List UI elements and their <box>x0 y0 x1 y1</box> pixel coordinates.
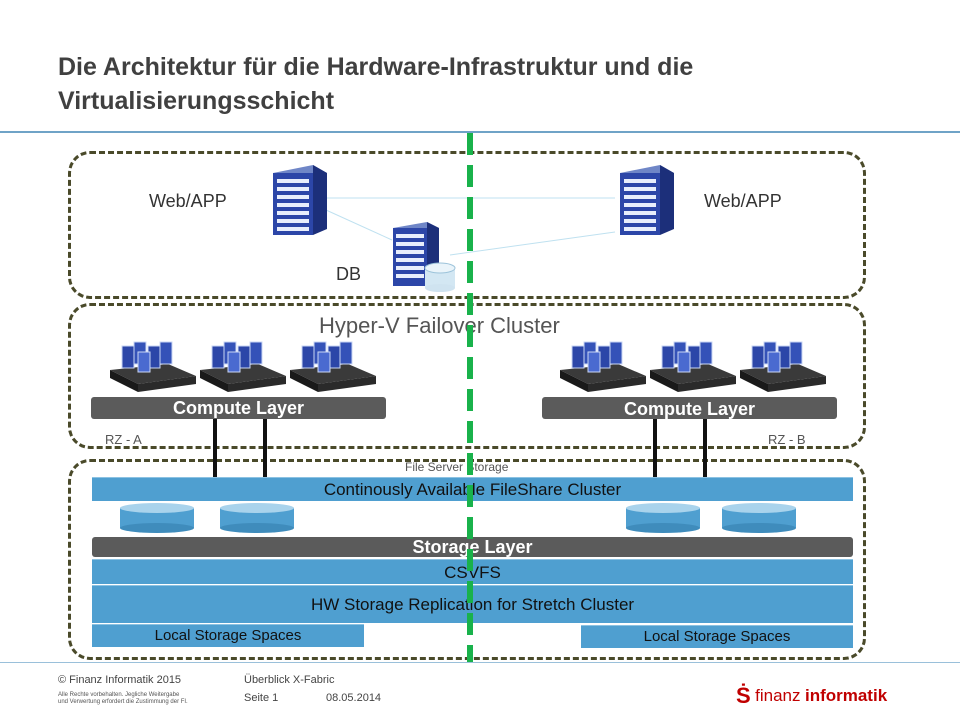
brand-word-informatik: informatik <box>804 686 888 705</box>
hyperv-cluster-title: Hyper-V Failover Cluster <box>319 313 560 338</box>
connector-line <box>653 419 657 477</box>
database-server-icon <box>393 222 456 292</box>
compute-layer-bar-right: Compute Layer <box>542 397 837 419</box>
footer-rights-line2: und Verwertung erfordert die Zustimmung … <box>58 699 188 705</box>
footer-page-number: Seite 1 <box>244 692 279 704</box>
compute-hosts-left <box>108 330 388 400</box>
footer-date: 08.05.2014 <box>326 692 382 704</box>
site-divider <box>467 133 473 663</box>
footer-rights-line1: Alle Rechte vorbehalten. Jegliche Weiter… <box>58 692 180 698</box>
footer-rights-note: Alle Rechte vorbehalten. Jegliche Weiter… <box>58 692 188 706</box>
compute-host-icon <box>560 341 646 392</box>
page-title-line1: Die Architektur für die Hardware-Infrast… <box>58 53 694 81</box>
server-icon <box>273 165 327 235</box>
brand-word-finanz: finanz <box>755 686 801 705</box>
connector-line <box>703 419 707 477</box>
footer-divider <box>0 662 960 663</box>
compute-host-icon <box>200 341 286 392</box>
compute-host-icon <box>650 341 736 392</box>
compute-hosts-right <box>558 330 838 400</box>
finanz-informatik-logo: Ṡ finanz informatik <box>736 683 887 709</box>
storage-disk-icon <box>722 503 796 533</box>
compute-host-icon <box>110 341 196 392</box>
sparkasse-s-icon: Ṡ <box>736 683 751 708</box>
rz-a-label: RZ - A <box>105 432 142 447</box>
page-title: Die Architektur für die Hardware-Infrast… <box>58 50 918 118</box>
connector-line <box>213 419 217 477</box>
local-storage-spaces-left: Local Storage Spaces <box>92 624 364 647</box>
page-title-line2: Virtualisierungsschicht <box>58 87 335 115</box>
footer-copyright: © Finanz Informatik 2015 <box>58 674 182 686</box>
title-divider <box>0 131 960 133</box>
web-app-label-left: Web/APP <box>149 191 227 211</box>
rz-b-label: RZ - B <box>768 432 806 447</box>
server-icon <box>620 165 674 235</box>
footer-doc-title: Überblick X-Fabric <box>244 674 335 686</box>
storage-disk-icon <box>120 503 194 533</box>
compute-layer-bar-left: Compute Layer <box>91 397 386 419</box>
file-server-storage-label: File Server Storage <box>405 460 509 474</box>
local-storage-spaces-right: Local Storage Spaces <box>581 625 853 648</box>
compute-host-icon <box>740 341 826 392</box>
storage-disk-icon <box>220 503 294 533</box>
storage-disk-icon <box>626 503 700 533</box>
connector-line <box>263 419 267 477</box>
web-app-label-right: Web/APP <box>704 191 782 211</box>
db-label: DB <box>336 264 362 284</box>
compute-host-icon <box>290 341 376 392</box>
